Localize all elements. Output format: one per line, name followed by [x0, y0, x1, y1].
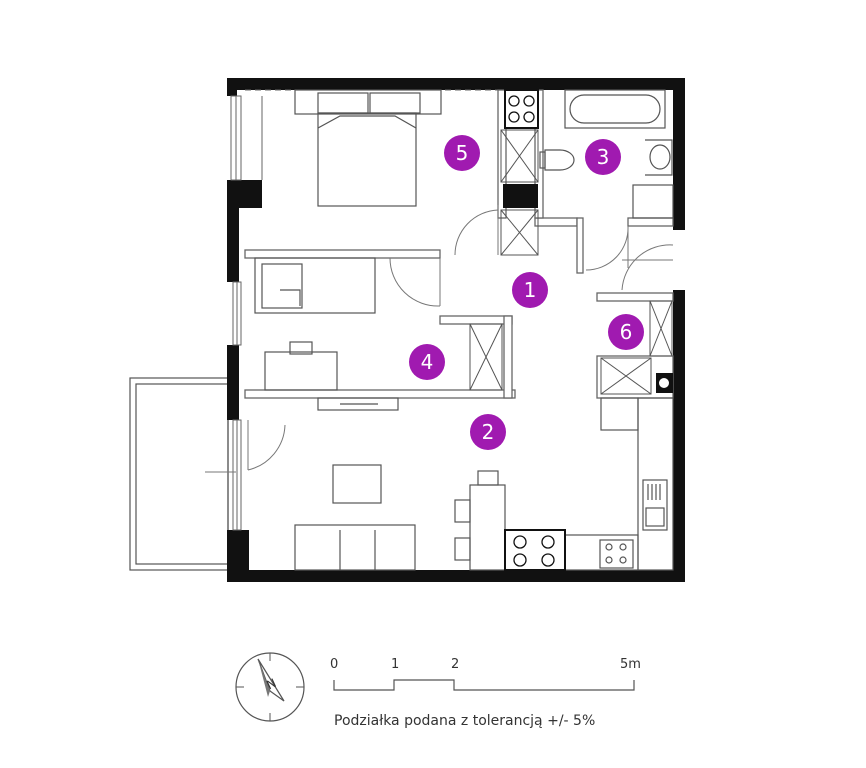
room-number-5: 5: [456, 141, 469, 165]
kitchen: [564, 397, 674, 571]
scale-tick-2: 2: [451, 657, 459, 672]
column: [503, 184, 538, 208]
room-number-2: 2: [482, 420, 495, 444]
interior-walls: [244, 89, 674, 399]
room-badge-6: 6: [608, 314, 644, 350]
scale-tick-1: 1: [391, 657, 399, 672]
bed: [294, 89, 442, 207]
room-badge-5: 5: [444, 135, 480, 171]
tv: [317, 397, 399, 411]
appliance-icons: [504, 89, 566, 571]
windows: [230, 89, 500, 531]
living-room-furniture: [294, 464, 506, 571]
scale-tick-5m: 5m: [620, 657, 641, 672]
room-badge-2: 2: [470, 414, 506, 450]
room-number-4: 4: [421, 350, 434, 374]
boiler: [656, 373, 673, 393]
room-badge-3: 3: [585, 139, 621, 175]
outer-walls: [227, 78, 685, 582]
doors: [205, 205, 674, 473]
room-badge-4: 4: [409, 344, 445, 380]
room-number-1: 1: [524, 278, 537, 302]
room-badge-1: 1: [512, 272, 548, 308]
room-number-6: 6: [620, 320, 633, 344]
scale-caption: Podziałka podana z tolerancją +/- 5%: [334, 713, 595, 729]
scale-bar: 0 1 2 5m: [330, 657, 641, 691]
shafts: [469, 129, 673, 395]
compass-icon: N: [235, 652, 305, 722]
scale-tick-0: 0: [330, 657, 338, 672]
room-4-furniture: [254, 257, 376, 391]
balcony: [129, 377, 229, 571]
bathroom-fixtures: [539, 89, 674, 219]
room-number-3: 3: [597, 145, 610, 169]
